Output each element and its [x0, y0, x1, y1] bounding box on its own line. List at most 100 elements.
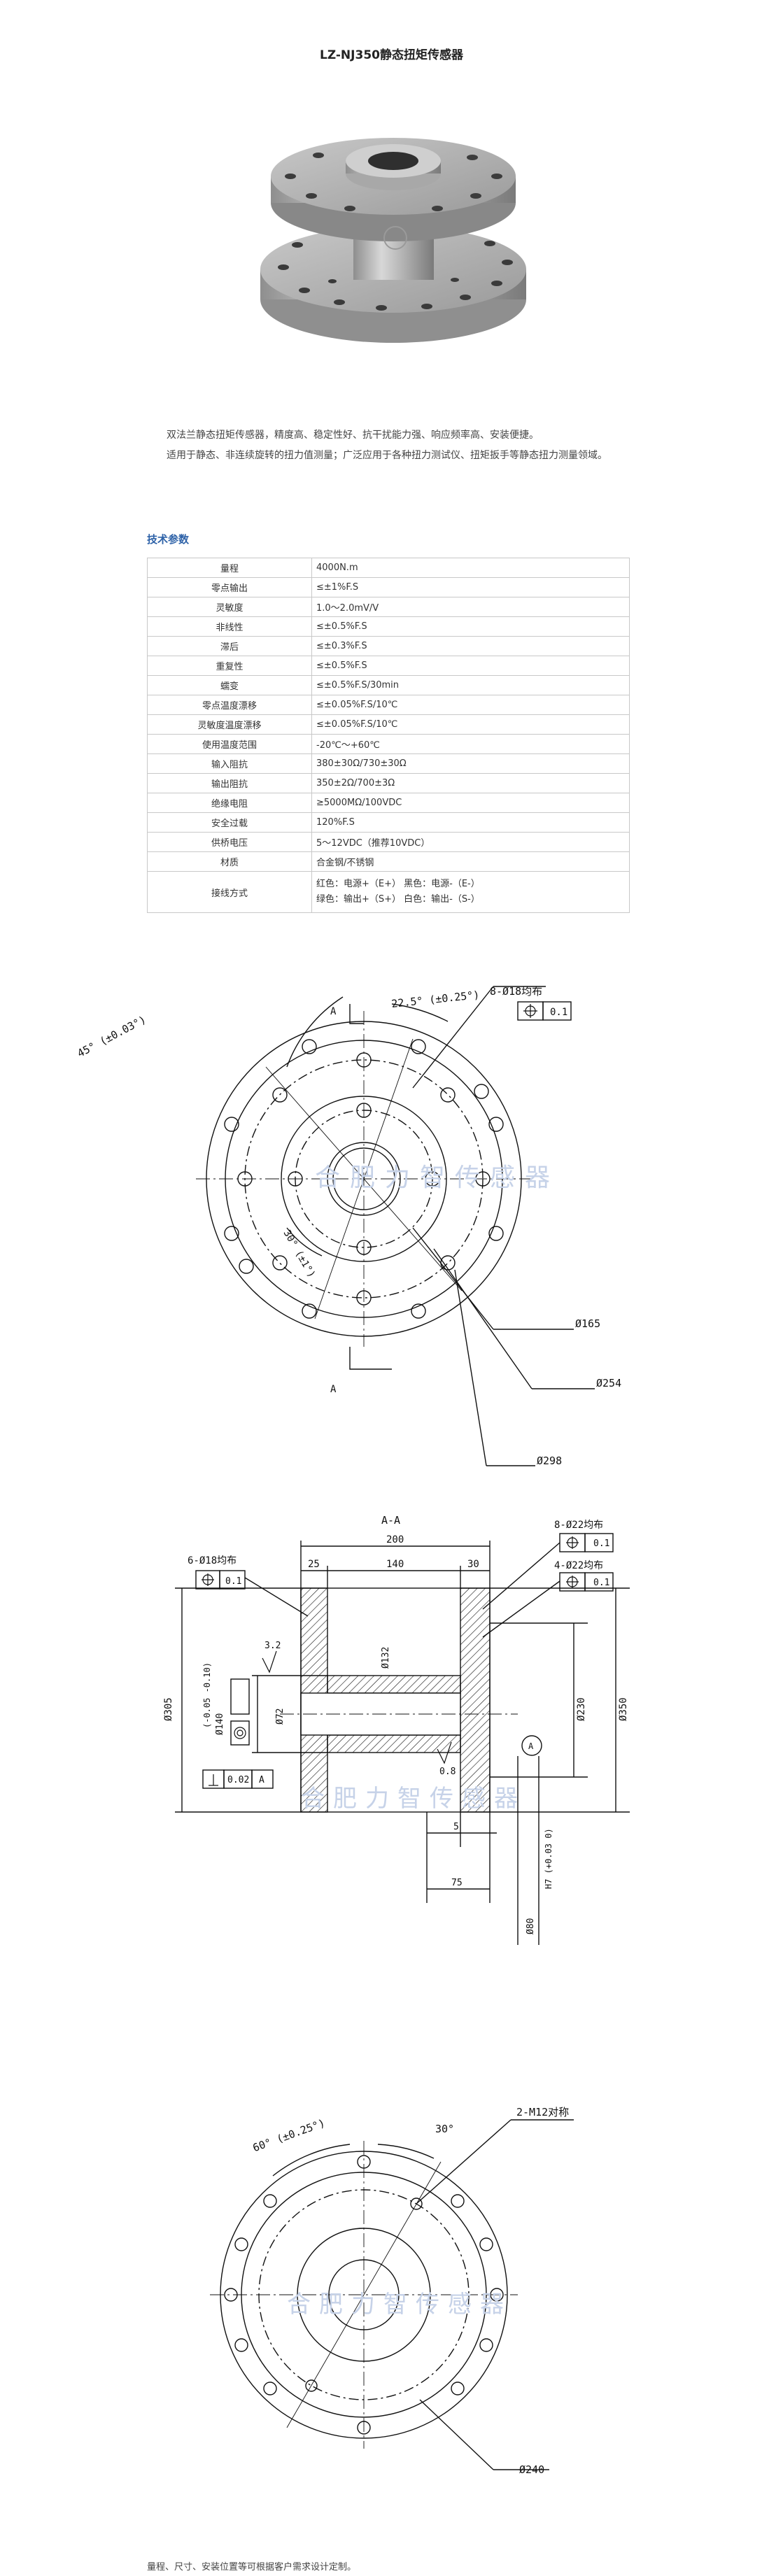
table-row: 材质合金钢/不锈钢 — [147, 851, 630, 872]
table-row: 重复性≤±0.5%F.S — [147, 656, 630, 676]
tol-right-1: 0.1 — [593, 1538, 609, 1549]
hole-callout: 8-Ø18均布 — [490, 985, 542, 998]
spec-value: 红色：电源+（E+） 黑色：电源-（E-） 绿色：输出+（S+） 白色：输出-（… — [311, 871, 630, 913]
wiring-line-2: 绿色：输出+（S+） 白色：输出-（S-） — [316, 894, 480, 905]
flatness-value: 0.02 — [227, 1775, 249, 1785]
spec-value: 1.0～2.0mV/V — [311, 597, 630, 617]
section-view-drawing: A-A 200 25 140 30 6-Ø18均布 0.1 8-Ø22均布 0.… — [163, 1514, 630, 1945]
spec-value: -20℃～+60℃ — [311, 734, 630, 754]
table-row-wiring: 接线方式 红色：电源+（E+） 黑色：电源-（E-） 绿色：输出+（S+） 白色… — [147, 871, 630, 913]
dim-angle-22: 22.5° (±0.25°) — [391, 989, 481, 1010]
dim-140: 140 — [386, 1559, 404, 1570]
spec-name: 使用温度范围 — [147, 734, 312, 754]
wiring-line-1: 红色：电源+（E+） 黑色：电源-（E-） — [316, 879, 480, 889]
dim-30: 30 — [467, 1559, 479, 1570]
table-row: 零点输出≤±1%F.S — [147, 577, 630, 597]
fit-h7: H7 (+0.03 0) — [544, 1828, 553, 1889]
section-mark-top: A — [330, 1006, 337, 1017]
spec-name: 零点温度漂移 — [147, 695, 312, 715]
spec-value: ≤±0.5%F.S/30min — [311, 675, 630, 695]
spec-value: ≤±0.5%F.S — [311, 616, 630, 637]
dim-d305: Ø305 — [163, 1697, 174, 1721]
dim-d298: Ø298 — [537, 1455, 562, 1467]
dim-25: 25 — [308, 1559, 320, 1570]
dim-d140: Ø140 — [215, 1713, 225, 1735]
thread-callout: 2-M12对称 — [516, 2106, 569, 2118]
tol-d140: (-0.05 -0.10) — [202, 1662, 212, 1728]
spec-value: 120%F.S — [311, 812, 630, 833]
datum-circle-label: A — [528, 1741, 534, 1751]
dim-75: 75 — [451, 1878, 463, 1888]
spec-name: 绝缘电阻 — [147, 793, 312, 813]
spec-name: 重复性 — [147, 656, 312, 676]
spec-section-title: 技术参数 — [147, 533, 190, 546]
dim-d80: Ø80 — [525, 1918, 536, 1934]
hole-callout-left: 6-Ø18均布 — [188, 1555, 237, 1566]
hole-callout-right-1: 8-Ø22均布 — [554, 1520, 603, 1531]
spec-value: 5～12VDC（推荐10VDC） — [311, 832, 630, 852]
table-row: 零点温度漂移≤±0.05%F.S/10℃ — [147, 695, 630, 715]
page-title: LZ-NJ350静态扭矩传感器 — [320, 48, 463, 62]
spec-name: 材质 — [147, 851, 312, 872]
spec-name: 接线方式 — [147, 871, 312, 913]
watermark: 合肥力智传感器 — [315, 1163, 560, 1192]
spec-name: 零点输出 — [147, 577, 312, 597]
spec-value: 4000N.m — [311, 558, 630, 578]
dim-d165: Ø165 — [575, 1317, 600, 1330]
spec-name: 非线性 — [147, 616, 312, 637]
spec-value: ≤±1%F.S — [311, 577, 630, 597]
dim-d254: Ø254 — [596, 1377, 621, 1389]
watermark: 合肥力智传感器 — [301, 1785, 526, 1813]
intro-line-1: 双法兰静态扭矩传感器，精度高、稳定性好、抗干扰能力强、响应频率高、安装便捷。 — [167, 430, 539, 441]
spec-name: 灵敏度温度漂移 — [147, 714, 312, 735]
dim-d72: Ø72 — [275, 1708, 285, 1725]
spec-value: ≤±0.05%F.S/10℃ — [311, 695, 630, 715]
table-row: 绝缘电阻≥5000MΩ/100VDC — [147, 793, 630, 813]
spec-value: ≥5000MΩ/100VDC — [311, 793, 630, 813]
dim-angle-30: 30° — [435, 2123, 454, 2135]
spec-value: ≤±0.05%F.S/10℃ — [311, 714, 630, 735]
dim-5: 5 — [453, 1822, 459, 1832]
spec-name: 输入阻抗 — [147, 753, 312, 774]
roughness-2: 0.8 — [439, 1767, 456, 1777]
table-row: 灵敏度温度漂移≤±0.05%F.S/10℃ — [147, 714, 630, 735]
flange-view-drawing: 60° (±0.25°) 30° 2-M12对称 Ø240 合肥力智传感器 — [210, 2106, 574, 2476]
roughness-1: 3.2 — [264, 1641, 281, 1651]
intro-line-2: 适用于静态、非连续旋转的扭力值测量；广泛应用于各种扭力测试仪、扭矩扳手等静态扭力… — [167, 450, 607, 461]
section-mark-bottom: A — [330, 1384, 337, 1395]
tolerance-value: 0.1 — [550, 1007, 567, 1018]
product-photo — [260, 138, 526, 343]
tol-left: 0.1 — [225, 1576, 241, 1587]
tol-right-2: 0.1 — [593, 1578, 609, 1588]
spec-value: ≤±0.3%F.S — [311, 636, 630, 656]
hole-callout-right-2: 4-Ø22均布 — [554, 1560, 603, 1571]
dim-d132: Ø132 — [381, 1647, 391, 1669]
table-row: 滞后≤±0.3%F.S — [147, 636, 630, 656]
dim-d350: Ø350 — [618, 1697, 629, 1721]
table-row: 使用温度范围-20℃～+60℃ — [147, 734, 630, 754]
spec-name: 灵敏度 — [147, 597, 312, 617]
spec-name: 滞后 — [147, 636, 312, 656]
spec-name: 量程 — [147, 558, 312, 578]
spec-value: 合金钢/不锈钢 — [311, 851, 630, 872]
dim-angle-45: 45° (±0.03°) — [75, 1013, 148, 1060]
dim-d240: Ø240 — [519, 2463, 544, 2476]
table-row: 非线性≤±0.5%F.S — [147, 616, 630, 637]
datum-label: A — [259, 1775, 264, 1785]
spec-name: 输出阻抗 — [147, 773, 312, 793]
section-title: A-A — [381, 1514, 400, 1527]
spec-name: 蠕变 — [147, 675, 312, 695]
spec-name: 供桥电压 — [147, 832, 312, 852]
spec-value: ≤±0.5%F.S — [311, 656, 630, 676]
dim-angle-60: 60° (±0.25°) — [251, 2116, 327, 2154]
bottom-note: 量程、尺寸、安装位置等可根据客户需求设计定制。 — [147, 2562, 357, 2573]
dim-d230: Ø230 — [576, 1697, 587, 1721]
dim-angle-30: 30° (±1°) — [281, 1228, 318, 1280]
dim-200: 200 — [386, 1534, 404, 1545]
